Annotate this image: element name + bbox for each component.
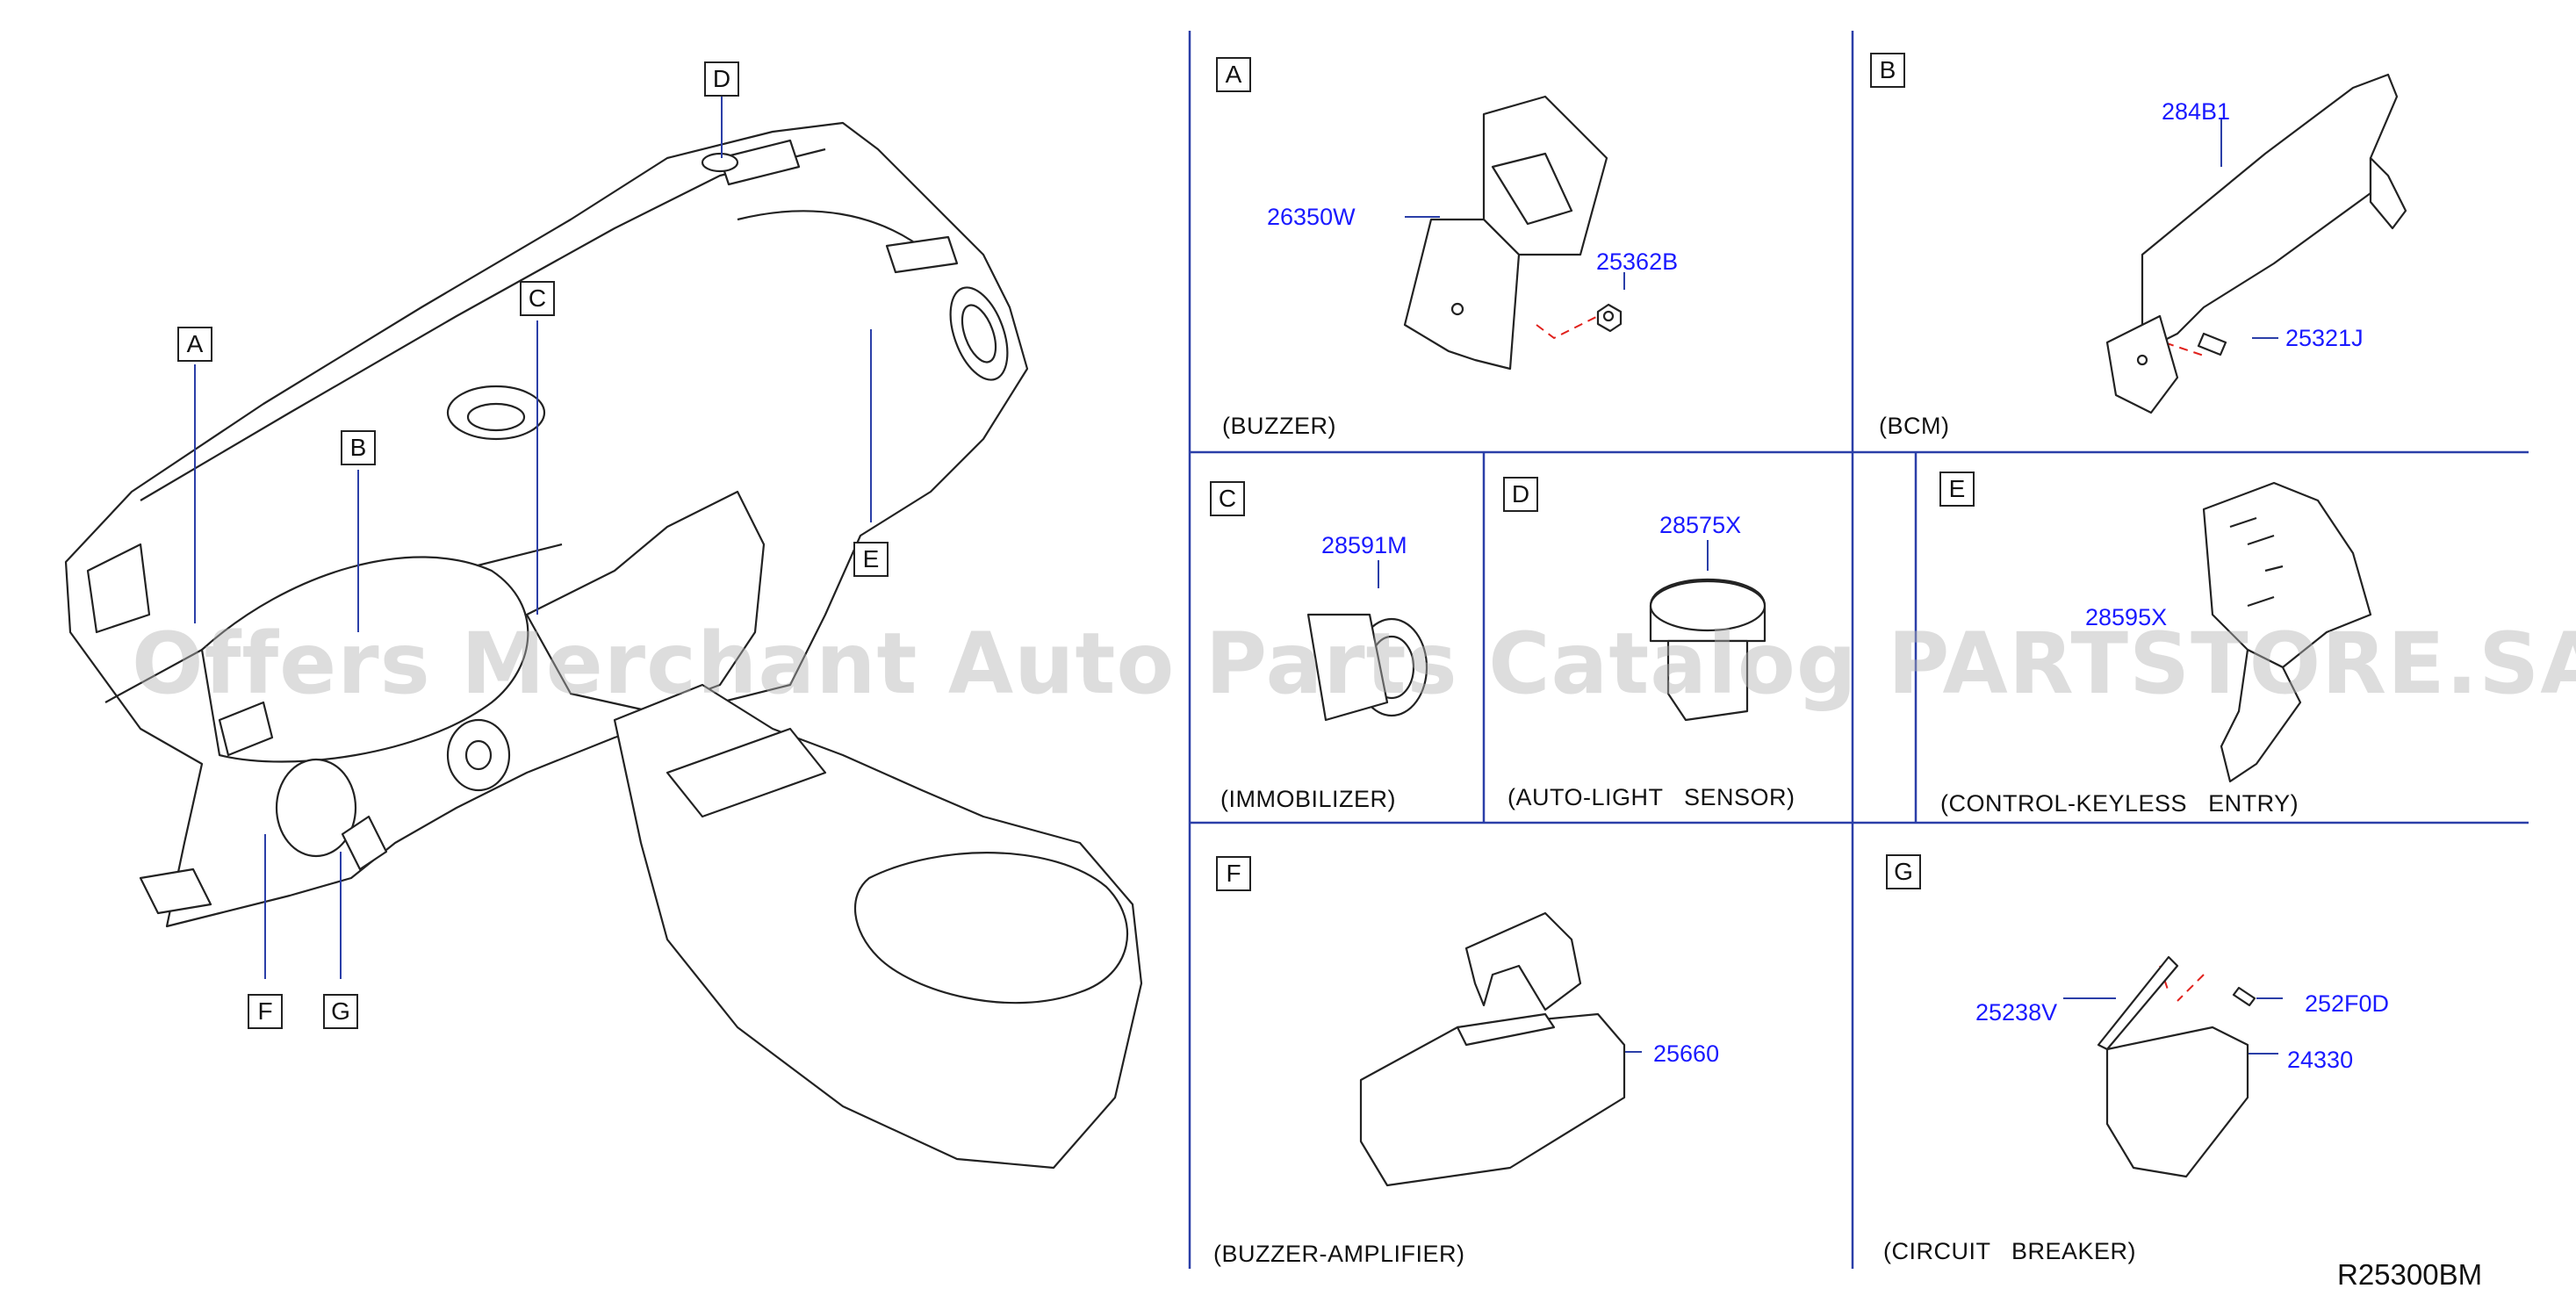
panel-a-letter: A <box>1216 57 1251 92</box>
callout-f: F <box>248 994 283 1029</box>
dashboard-line-art <box>64 121 1143 1170</box>
callout-e: E <box>853 542 889 577</box>
part-buzzer-art <box>1403 95 1623 371</box>
panel-d-letter: D <box>1503 477 1538 512</box>
panel-b-caption: (BCM) <box>1879 413 1950 439</box>
part-number-284b1: 284B1 <box>2162 98 2231 125</box>
callout-g: G <box>323 994 358 1029</box>
part-light-sensor-art <box>1649 579 1767 722</box>
part-number-25660: 25660 <box>1653 1040 1720 1067</box>
panel-d-caption: (AUTO-LIGHT SENSOR) <box>1507 784 1795 810</box>
callout-b: B <box>341 430 376 465</box>
part-bcm-art <box>2105 73 2407 414</box>
part-number-26350w: 26350W <box>1267 204 1356 230</box>
panel-a-caption: (BUZZER) <box>1222 413 1336 439</box>
part-keyless-module-art <box>2202 481 2372 783</box>
part-number-25321j: 25321J <box>2285 325 2364 351</box>
part-number-28575x: 28575X <box>1659 512 1742 538</box>
panel-dividers <box>1188 31 2529 1269</box>
part-immobilizer-art <box>1306 613 1428 722</box>
diagram-reference-code: R25300BM <box>2337 1258 2483 1291</box>
callout-d: D <box>704 61 739 97</box>
panel-b-letter: B <box>1870 53 1905 88</box>
part-circuit-breaker-art <box>2097 955 2256 1178</box>
callout-a: A <box>177 327 212 362</box>
panel-g-letter: G <box>1886 854 1921 889</box>
panel-c-letter: C <box>1210 481 1245 516</box>
overview-leader-lines <box>194 97 872 979</box>
part-number-25362b: 25362B <box>1596 248 1679 275</box>
panel-g-caption: (CIRCUIT BREAKER) <box>1883 1238 2137 1264</box>
panel-e-caption: (CONTROL-KEYLESS ENTRY) <box>1940 790 2299 817</box>
part-buzzer-amplifier-art <box>1359 911 1626 1187</box>
panel-f-caption: (BUZZER-AMPLIFIER) <box>1213 1241 1465 1267</box>
callout-c: C <box>520 281 555 316</box>
leader-dashed-red <box>1430 306 2205 1002</box>
panel-e-letter: E <box>1939 472 1975 507</box>
part-number-28595x: 28595X <box>2085 604 2168 630</box>
part-number-28591m: 28591M <box>1321 532 1407 558</box>
part-number-252f0d: 252F0D <box>2305 990 2390 1017</box>
part-number-24330: 24330 <box>2287 1047 2354 1073</box>
part-number-25238v: 25238V <box>1975 999 2058 1026</box>
panel-c-caption: (IMMOBILIZER) <box>1220 786 1396 812</box>
panel-f-letter: F <box>1216 856 1251 891</box>
